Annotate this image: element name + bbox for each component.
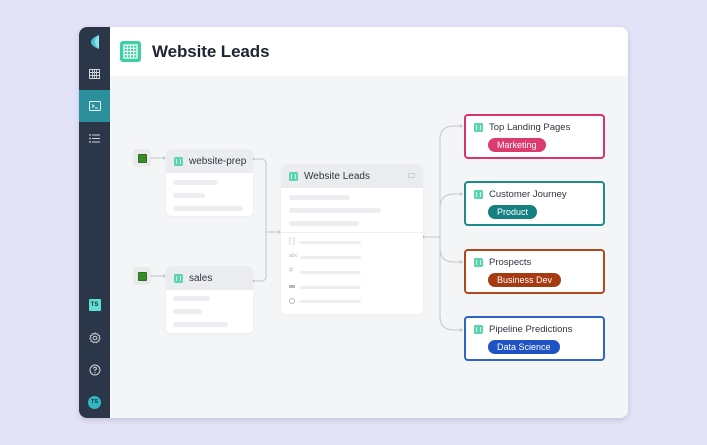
help-button[interactable] (79, 354, 110, 386)
hash-icon: # (289, 267, 293, 274)
gear-icon (88, 332, 101, 344)
table-icon (174, 273, 183, 283)
source-connector-icon[interactable] (133, 149, 151, 167)
main-area: Website Leads (110, 27, 628, 418)
table-icon (174, 156, 183, 166)
list-icon (89, 133, 100, 143)
app-window: TS TS Websi (79, 27, 628, 418)
hierarchy-icon (289, 283, 295, 288)
team-tag: Product (488, 205, 538, 219)
sidebar: TS TS (79, 27, 110, 418)
preview-icon[interactable] (408, 173, 415, 178)
sidebar-item-tables[interactable] (79, 58, 110, 90)
table-icon (474, 258, 483, 267)
sidebar-item-terminal[interactable] (79, 90, 110, 122)
node-title: website-prep (189, 155, 247, 167)
node-title: Website Leads (304, 170, 370, 182)
app-logo-icon (90, 35, 99, 49)
help-circle-icon (89, 364, 100, 376)
avatar: TS (88, 395, 101, 409)
node-website-prep[interactable]: website-prep (166, 149, 253, 216)
workspace-badge[interactable]: TS (79, 289, 110, 321)
clock-icon (289, 298, 295, 304)
table-icon (474, 123, 483, 132)
team-tag: Marketing (488, 138, 546, 152)
team-tag: Data Science (488, 340, 560, 354)
page-header: Website Leads (110, 27, 628, 76)
brackets-icon: [ ] (289, 238, 295, 245)
app-logo[interactable] (79, 27, 110, 57)
page-title: Website Leads (152, 41, 270, 61)
text-abc-icon: abc (289, 253, 298, 259)
terminal-icon (88, 101, 101, 111)
table-icon (289, 171, 298, 181)
settings-button[interactable] (79, 322, 110, 354)
sidebar-item-list[interactable] (79, 122, 110, 154)
table-icon (474, 190, 483, 199)
source-connector-icon[interactable] (133, 267, 151, 285)
node-title: sales (189, 272, 213, 284)
table-grid-icon (120, 41, 141, 62)
output-card-pipeline-predictions[interactable]: Pipeline Predictions Data Science (464, 316, 605, 361)
node-sales[interactable]: sales (166, 266, 253, 333)
output-card-prospects[interactable]: Prospects Business Dev (464, 249, 605, 294)
output-card-customer-journey[interactable]: Customer Journey Product (464, 181, 605, 226)
table-icon (474, 325, 483, 334)
user-avatar[interactable]: TS (79, 386, 110, 418)
node-website-leads[interactable]: Website Leads [ ] abc # (281, 164, 423, 314)
team-tag: Business Dev (488, 273, 562, 287)
lineage-canvas[interactable]: website-prep sales Website Lead (110, 76, 628, 418)
grid-icon (89, 69, 100, 79)
output-card-top-landing-pages[interactable]: Top Landing Pages Marketing (464, 114, 605, 159)
